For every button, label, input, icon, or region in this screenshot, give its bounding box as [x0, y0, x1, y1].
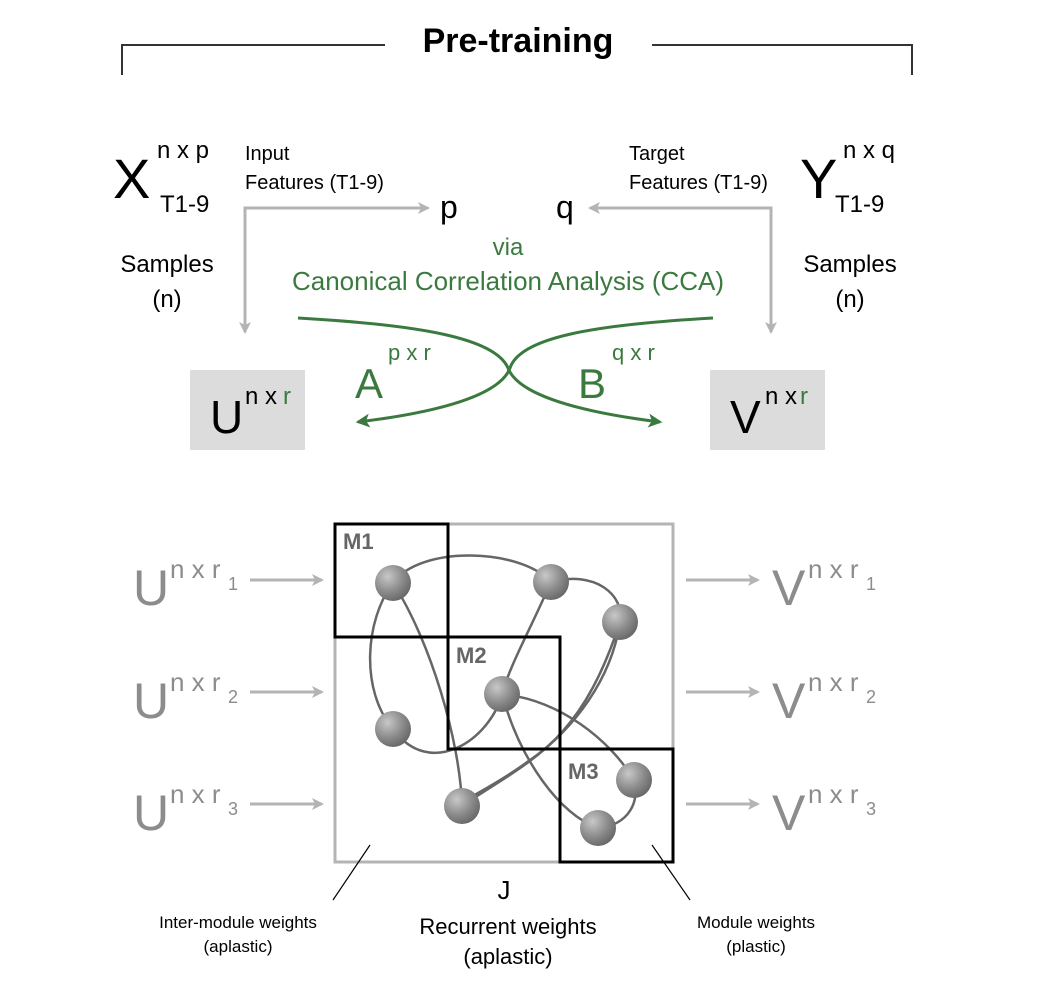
leader-module-weights	[651, 844, 691, 901]
x-matrix-label: X n x p T1-9	[113, 137, 209, 218]
output-v-letter: V	[772, 673, 806, 729]
inter-module-weights-line2: (aplastic)	[204, 937, 273, 956]
a-superscript: p x r	[388, 340, 431, 365]
input-u-r1: U n x r 1	[133, 554, 238, 616]
u-matrix-box: U n x r	[190, 370, 305, 450]
cca-via: via	[493, 234, 524, 261]
x-superscript: n x p	[157, 137, 209, 164]
recurrent-weights-line2: (aplastic)	[463, 944, 552, 969]
y-superscript: n x q	[843, 137, 895, 164]
y-letter: Y	[800, 147, 837, 210]
input-u-r2: U n x r 2	[133, 667, 238, 729]
p-label: p	[440, 189, 458, 225]
input-u-letter: U	[133, 560, 169, 616]
j-label: J	[498, 875, 511, 905]
title-bracket	[121, 44, 913, 75]
samples-right-line2: (n)	[835, 286, 864, 313]
b-letter: B	[578, 360, 606, 407]
cca-curve-to-b	[297, 316, 663, 428]
module-box-m2	[446, 635, 562, 751]
output-v-letter: V	[772, 785, 806, 841]
module-weights-line1: Module weights	[697, 913, 815, 932]
u-superscript-nx: n x	[245, 383, 277, 410]
leader-inter-module	[332, 844, 371, 901]
target-features-label-line2: Features (T1-9)	[629, 172, 768, 194]
samples-left-line1: Samples	[120, 251, 213, 278]
output-v-letter: V	[772, 560, 806, 616]
module-label-m2: M2	[456, 643, 487, 668]
v-matrix-box: V n x r	[710, 370, 825, 450]
output-v-sup: n x r	[808, 554, 859, 584]
input-u-sub: 1	[228, 574, 238, 594]
output-v-sup: n x r	[808, 667, 859, 697]
samples-right-line1: Samples	[803, 251, 896, 278]
u-superscript-r: r	[283, 383, 291, 410]
output-v-sub: 3	[866, 799, 876, 819]
input-features-label-line1: Input	[245, 143, 290, 165]
output-v-sup: n x r	[808, 779, 859, 809]
module-label-m3: M3	[568, 759, 599, 784]
input-u-letter: U	[133, 673, 169, 729]
b-superscript: q x r	[612, 340, 655, 365]
module-box-m3	[558, 747, 675, 864]
recurrent-weights-box	[333, 522, 675, 864]
a-letter: A	[355, 360, 383, 407]
cca-method: Canonical Correlation Analysis (CCA)	[292, 266, 724, 296]
input-u-sup: n x r	[170, 554, 221, 584]
input-u-r3: U n x r 3	[133, 779, 238, 841]
module-box-m1	[333, 522, 450, 639]
node	[484, 676, 520, 712]
cca-curve-to-a	[355, 316, 714, 428]
v-superscript-r: r	[800, 383, 808, 410]
node	[580, 810, 616, 846]
arrow-y-to-q	[588, 202, 773, 320]
page-title: Pre-training	[423, 22, 614, 60]
node	[602, 604, 638, 640]
node	[533, 564, 569, 600]
output-v-sub: 2	[866, 687, 876, 707]
x-subscript: T1-9	[160, 191, 209, 218]
input-u-sup: n x r	[170, 667, 221, 697]
input-u-letter: U	[133, 785, 169, 841]
y-subscript: T1-9	[835, 191, 884, 218]
input-features-label-line2: Features (T1-9)	[245, 172, 384, 194]
output-v-r2: V n x r 2	[772, 667, 876, 729]
input-u-sub: 3	[228, 799, 238, 819]
y-matrix-label: Y n x q T1-9	[800, 137, 895, 218]
input-u-sup: n x r	[170, 779, 221, 809]
output-v-r1: V n x r 1	[772, 554, 876, 616]
q-label: q	[556, 189, 574, 225]
module-label-m1: M1	[343, 529, 374, 554]
inter-module-weights-line1: Inter-module weights	[159, 913, 317, 932]
u-letter: U	[210, 391, 243, 443]
target-features-label-line1: Target	[629, 143, 685, 165]
node	[375, 565, 411, 601]
input-u-sub: 2	[228, 687, 238, 707]
arrow-x-to-p	[243, 202, 430, 320]
module-weights-line2: (plastic)	[726, 937, 786, 956]
v-letter: V	[730, 391, 761, 443]
v-superscript-nx: n x	[765, 383, 797, 410]
node	[616, 762, 652, 798]
output-v-r3: V n x r 3	[772, 779, 876, 841]
node	[444, 788, 480, 824]
samples-left-line2: (n)	[152, 286, 181, 313]
network-nodes	[375, 564, 652, 846]
node	[375, 711, 411, 747]
recurrent-weights-line1: Recurrent weights	[419, 914, 596, 939]
x-letter: X	[113, 147, 150, 210]
output-v-sub: 1	[866, 574, 876, 594]
